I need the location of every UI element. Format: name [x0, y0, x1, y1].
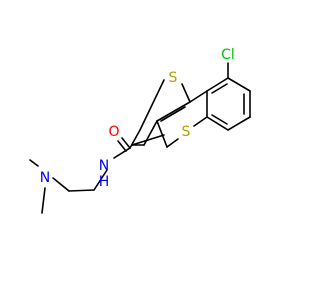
bond-ch2-c3a — [156, 120, 168, 148]
bond-c9b-s1 — [181, 83, 191, 103]
atom-h-amide: H — [99, 174, 110, 190]
bond-c1-c2 — [227, 77, 251, 92]
bond-c3-c4 — [227, 116, 251, 131]
bond-ch2a-ch2b — [68, 189, 95, 192]
structure-canvas: Cl S S O N H N — [29, 47, 251, 214]
bond-co-1 — [121, 137, 131, 149]
atom-s-thiophene: S — [169, 70, 178, 86]
bond-c2-s1 — [131, 134, 165, 146]
bond-c4a-s — [193, 116, 208, 127]
atom-labels: Cl S S O N H N — [40, 47, 235, 190]
bond-s1-c2 — [139, 79, 165, 131]
bond-c9a-c1-inner — [211, 83, 228, 94]
bond-carbonyl-n — [113, 147, 131, 159]
atom-n-amine: N — [40, 170, 50, 186]
atom-cl: Cl — [221, 47, 235, 63]
atom-s-thiopyran: S — [182, 124, 191, 140]
bond-c4-c4a — [206, 116, 229, 131]
atom-n-amide: N — [99, 158, 109, 174]
bond-ch2b-namine — [52, 177, 70, 192]
bond-co-2 — [117, 140, 127, 152]
bond-namine-me1 — [29, 159, 39, 167]
bond-c9a-c1 — [206, 77, 229, 92]
bond-c2-carbonyl — [129, 129, 141, 149]
bonds — [29, 62, 251, 214]
bond-c9a-c9b — [189, 90, 208, 103]
bond-c9b-c3a-inner — [160, 106, 186, 122]
bond-namine-me2 — [41, 187, 46, 214]
atom-o: O — [108, 124, 119, 140]
bond-c9b-c3a — [156, 101, 191, 122]
bond-s-ch2 — [166, 138, 179, 148]
bond-n-ch2a — [93, 169, 108, 191]
bond-c4-c4a-inner — [211, 114, 228, 125]
